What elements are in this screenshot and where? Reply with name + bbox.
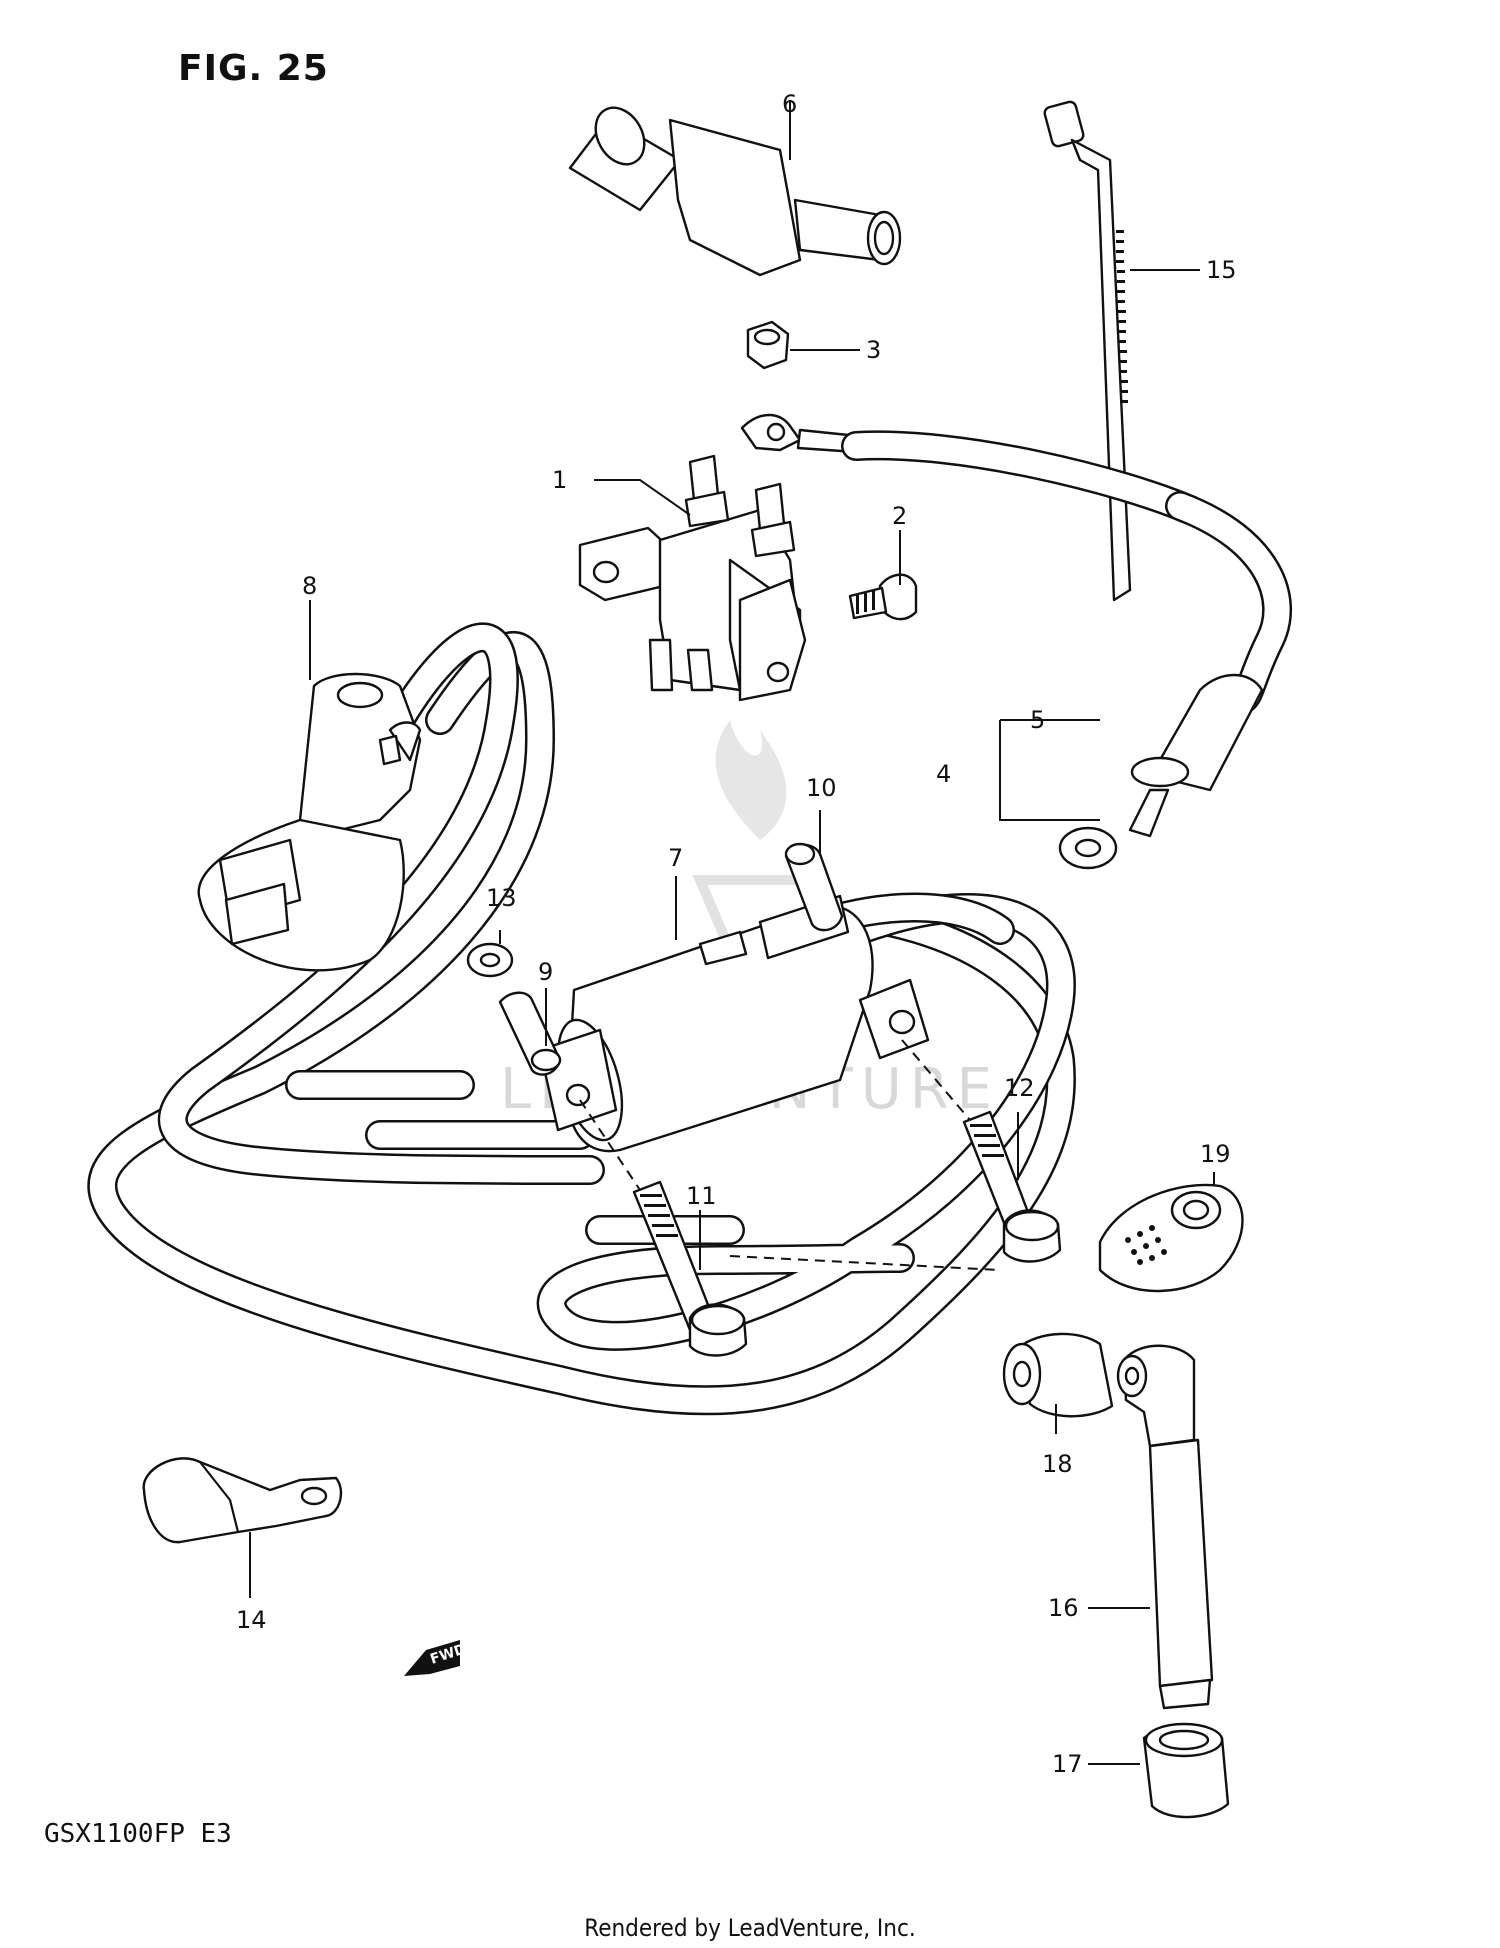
callout-13: 13 (486, 884, 517, 912)
part-11-bolt (632, 1180, 748, 1357)
footer-credit: Rendered by LeadVenture, Inc. (584, 1914, 915, 1942)
part-19-grommet-plate (1098, 1183, 1244, 1293)
part-15-cable-tie (1043, 100, 1132, 602)
callout-5: 5 (1030, 706, 1045, 734)
callout-14: 14 (236, 1606, 267, 1634)
fwd-arrow-icon: FWD (404, 1640, 468, 1676)
part-14-clamp (142, 1457, 343, 1544)
callout-12: 12 (1004, 1074, 1035, 1102)
callout-4: 4 (936, 760, 951, 788)
model-code: GSX1100FP E3 (44, 1819, 232, 1849)
part-3-nut (746, 320, 790, 370)
part-2-screw (848, 573, 918, 621)
leader-lines (249, 100, 1215, 1765)
part-8-ignition-coil (197, 672, 422, 972)
callout-10: 10 (806, 774, 837, 802)
callout-16: 16 (1048, 1594, 1079, 1622)
callout-18: 18 (1042, 1450, 1073, 1478)
figure-title: FIG. 25 (178, 48, 329, 89)
callout-3: 3 (866, 336, 881, 364)
callout-labels: 1 2 3 4 5 6 7 8 9 10 11 12 13 14 15 16 1… (236, 90, 1237, 1778)
part-12-bolt (962, 1110, 1062, 1263)
part-1-starter-relay (578, 454, 807, 702)
callout-9: 9 (538, 958, 553, 986)
part-9-spacer (498, 991, 562, 1076)
callout-8: 8 (302, 572, 317, 600)
callout-19: 19 (1200, 1140, 1231, 1168)
callout-2: 2 (892, 502, 907, 530)
callout-17: 17 (1052, 1750, 1083, 1778)
part-16-plug-cap (1116, 1344, 1214, 1710)
part-17-cover (1142, 1722, 1230, 1819)
callout-11: 11 (686, 1182, 717, 1210)
callout-15: 15 (1206, 256, 1237, 284)
part-4-5-lead-wire (740, 413, 1292, 870)
part-18-cap-cover (1002, 1332, 1114, 1418)
part-13-washer (466, 942, 514, 978)
callout-6: 6 (782, 90, 797, 118)
callout-7: 7 (668, 844, 683, 872)
part-6-hose-joint (568, 106, 902, 277)
callout-1: 1 (552, 466, 567, 494)
part-10-spacer (784, 842, 844, 932)
